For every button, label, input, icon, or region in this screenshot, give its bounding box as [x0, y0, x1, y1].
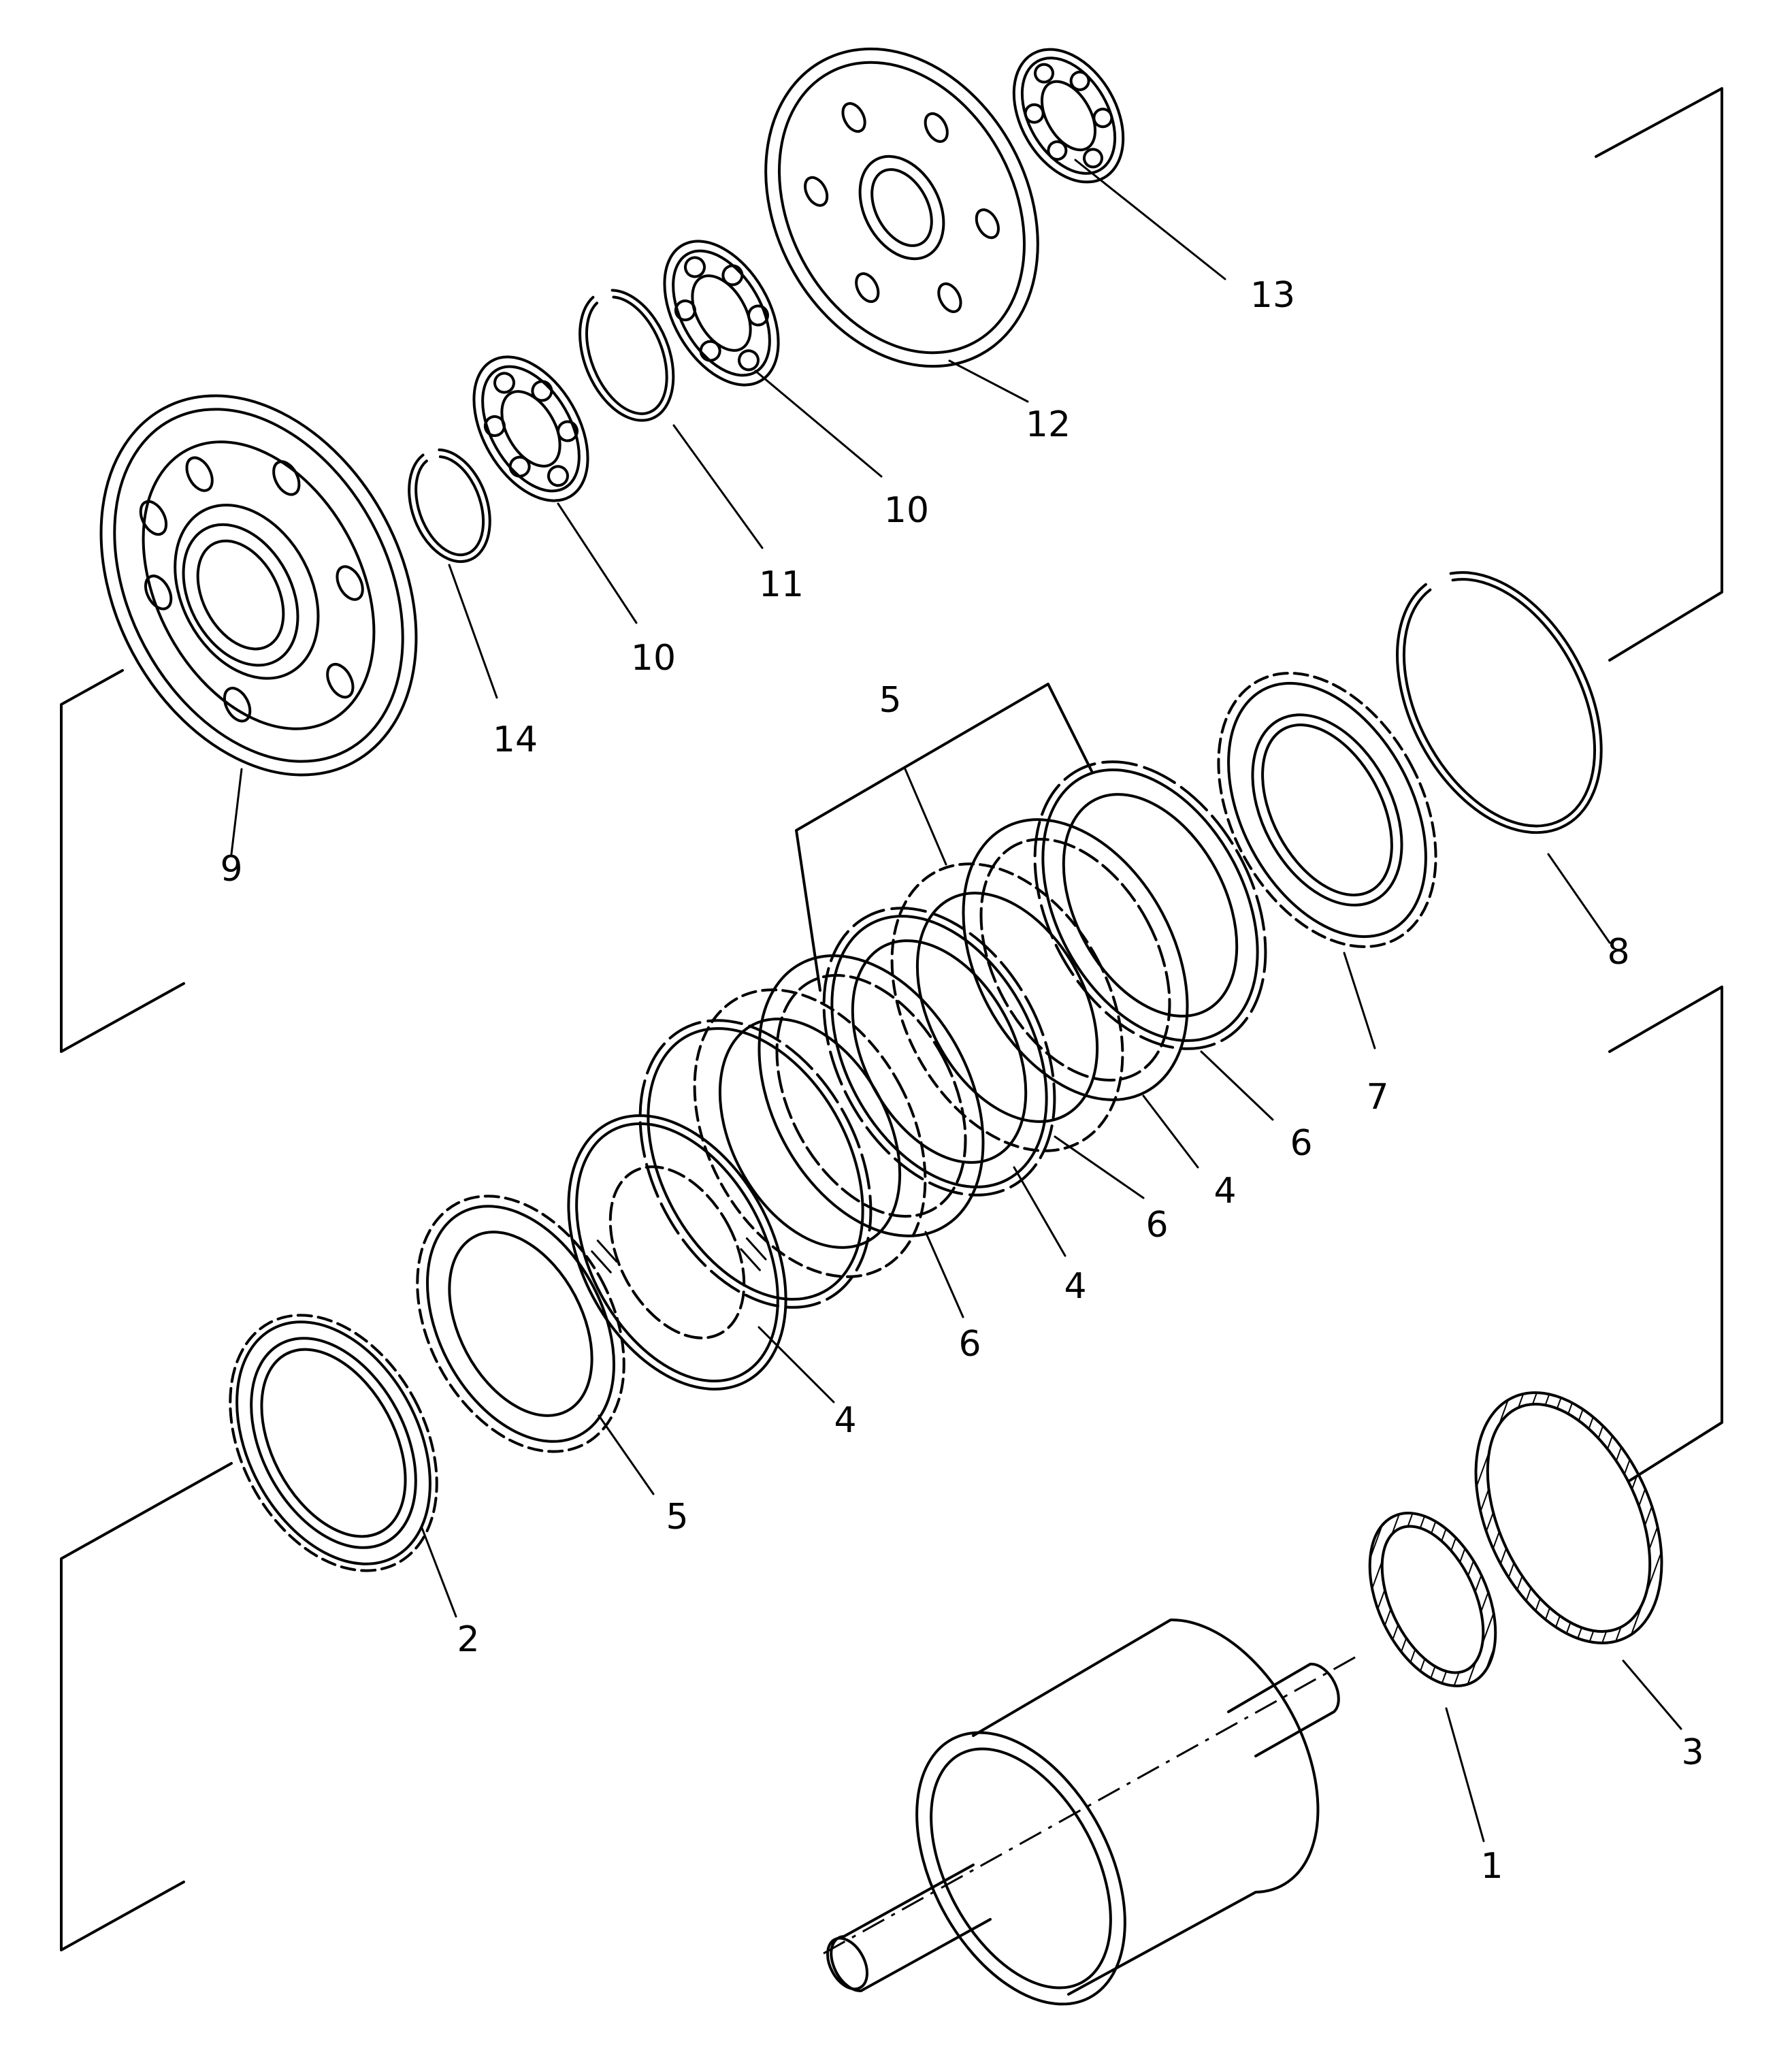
callout-2: 2 — [457, 1619, 479, 1660]
callout-1: 1 — [1480, 1846, 1503, 1887]
leader-lines — [230, 159, 1682, 1842]
seal-ring-part-3 — [1474, 1391, 1663, 1644]
piston-part-2 — [229, 1314, 438, 1572]
toothed-plate-part-7 — [1217, 672, 1437, 948]
toothed-plate-part-5-front — [416, 1195, 625, 1453]
bracket-top-right — [1595, 87, 1723, 662]
bearing-part-10-upper — [663, 240, 780, 387]
seal-ring-part-1 — [1368, 1512, 1497, 1687]
clutch-plate-part-6-front — [638, 1019, 873, 1309]
large-gear-hub-part-9 — [99, 394, 418, 777]
callout-8: 8 — [1607, 932, 1629, 973]
callout-10a: 10 — [631, 638, 676, 679]
callout-labels: 1 2 3 4 4 4 4 5 5 6 6 6 6 7 8 9 10 10 11… — [220, 275, 1704, 1887]
bracket-left-top — [60, 669, 185, 1053]
gear-part-12 — [764, 47, 1039, 368]
callout-4a: 4 — [834, 1400, 856, 1441]
callout-6a: 6 — [958, 1324, 981, 1365]
callout-4b: 4 — [1064, 1266, 1086, 1307]
snap-ring-part-8 — [1396, 571, 1603, 834]
bracket-left-bottom — [60, 1462, 233, 1951]
clutch-plate-part-4-rear — [962, 818, 1189, 1101]
callout-9: 9 — [220, 849, 242, 890]
callout-5b: 5 — [666, 1497, 688, 1538]
callout-7: 7 — [1366, 1077, 1388, 1118]
callout-12: 12 — [1026, 404, 1071, 445]
friction-disc-part-4-front — [567, 1114, 787, 1391]
callout-6c: 6 — [1290, 1123, 1312, 1164]
callout-14: 14 — [493, 719, 538, 760]
clutch-plate-part-6-rear — [1033, 760, 1267, 1050]
bearing-part-10-lower — [472, 355, 589, 502]
bracket-middle-group — [795, 683, 1094, 992]
callout-6b: 6 — [1145, 1205, 1168, 1246]
callout-10b: 10 — [884, 490, 929, 531]
bearing-part-13 — [1012, 48, 1125, 184]
clutch-plate-part-5-upper — [890, 862, 1124, 1152]
callout-3: 3 — [1681, 1732, 1704, 1773]
bracket-right-bottom — [1608, 986, 1723, 1482]
callout-11: 11 — [759, 564, 804, 605]
snap-ring-part-11 — [579, 289, 675, 422]
drum-shaft-assembly — [823, 1618, 1362, 2006]
snap-ring-part-14 — [408, 448, 491, 564]
clutch-plate-part-4-middle — [757, 954, 985, 1237]
callout-5a: 5 — [879, 680, 901, 721]
callout-4c: 4 — [1213, 1171, 1236, 1212]
callout-13: 13 — [1250, 275, 1295, 316]
